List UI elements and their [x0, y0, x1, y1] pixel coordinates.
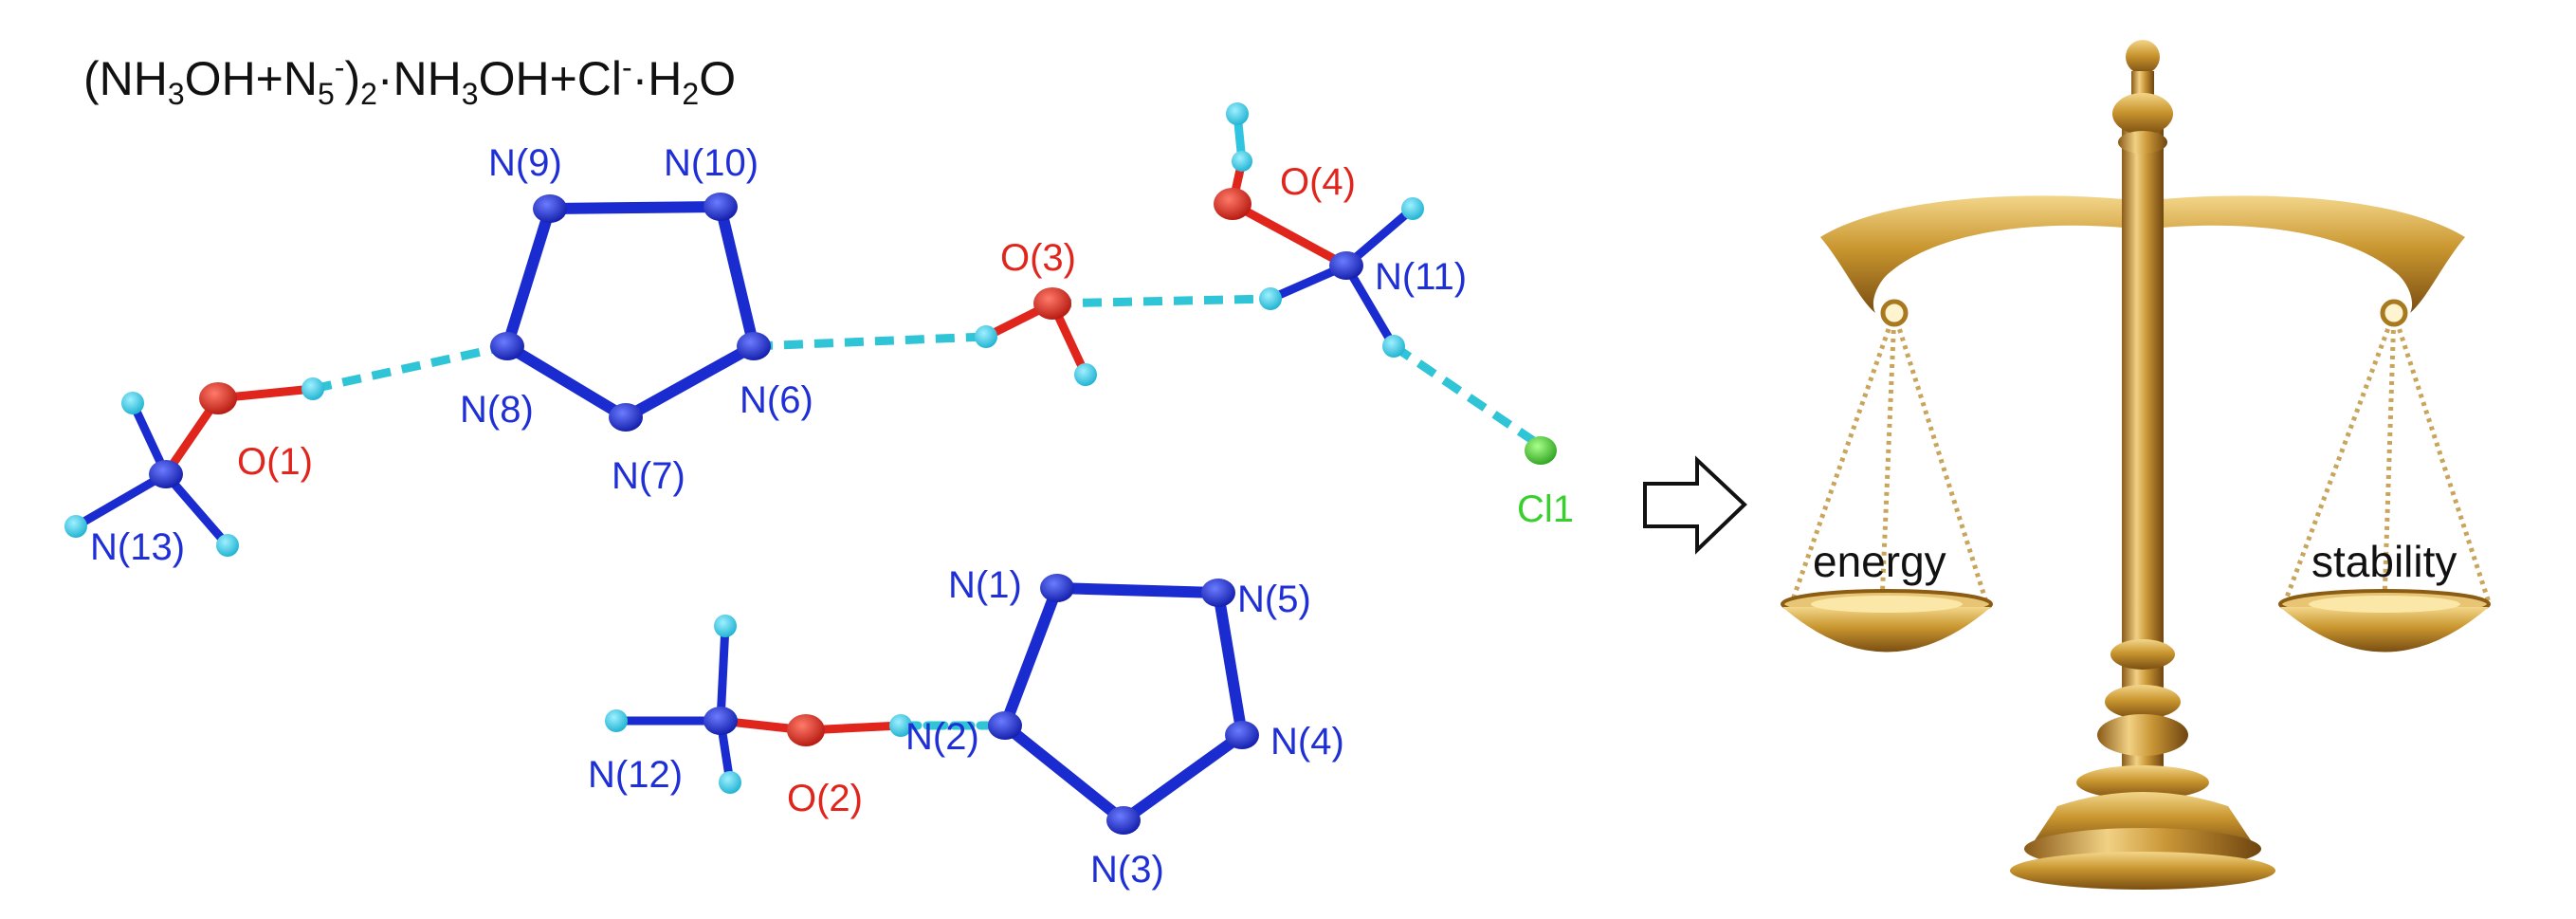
label-n13: N(13)	[90, 526, 185, 568]
atom-n13	[149, 460, 183, 488]
atom-h	[1074, 363, 1097, 386]
atom-n4	[1225, 721, 1259, 749]
label-o3: O(3)	[1000, 237, 1076, 279]
label-n2: N(2)	[905, 716, 979, 758]
chemical-formula: (NH3OH+N5-)2·NH3OH+Cl-·H2O	[83, 50, 736, 111]
hbond-n6-o3	[753, 332, 987, 351]
atom-n8	[490, 332, 524, 360]
atom-n9	[533, 194, 567, 223]
label-n5: N(5)	[1237, 579, 1311, 620]
atom-h	[216, 534, 239, 557]
atom-o1	[199, 382, 237, 414]
scale-right-label: stability	[2311, 537, 2457, 586]
hbond-n11-cl1	[1391, 342, 1544, 450]
atom-labels: N(9) N(10) N(6) N(7) N(8) O(1) N(13) O(3…	[90, 142, 1574, 891]
label-cl1: Cl1	[1517, 488, 1574, 530]
label-n7: N(7)	[612, 455, 685, 497]
label-n12: N(12)	[588, 754, 683, 796]
right-outline-arrow-icon	[1643, 455, 1747, 555]
hbond-o3-n11	[1051, 294, 1271, 308]
atom-n3	[1106, 806, 1141, 835]
label-o1: O(1)	[237, 441, 313, 483]
label-n1: N(1)	[948, 564, 1022, 606]
atom-h	[1232, 151, 1252, 172]
atom-n6	[737, 332, 771, 360]
atom-n2	[988, 711, 1022, 740]
atoms	[64, 102, 1557, 835]
atom-h	[1259, 287, 1282, 310]
atom-h	[714, 615, 737, 637]
scale-left-label: energy	[1813, 537, 1946, 586]
balance-scale-icon: energy stability	[1781, 40, 2492, 890]
atom-o2	[787, 714, 825, 746]
atom-h	[121, 392, 144, 414]
atom-h	[889, 714, 912, 737]
label-n11: N(11)	[1375, 256, 1467, 298]
atom-n11	[1329, 251, 1363, 280]
pentazole-ring-lower	[999, 582, 1248, 826]
atom-o4	[1214, 188, 1251, 220]
atom-n1	[1040, 574, 1074, 602]
atom-n10	[703, 193, 738, 221]
atom-n7	[609, 403, 643, 432]
hbond-o1-n8	[312, 341, 508, 394]
atom-n5	[1201, 579, 1235, 607]
pentazole-ring-upper	[502, 201, 759, 423]
atom-n12	[703, 707, 738, 735]
atom-o3	[1033, 287, 1071, 320]
label-o4: O(4)	[1280, 161, 1356, 203]
atom-h	[975, 325, 997, 348]
atom-cl1	[1525, 436, 1557, 465]
hydrogen-bonds	[312, 294, 1544, 450]
atom-h	[1226, 102, 1249, 125]
atom-h	[1382, 335, 1405, 358]
atom-h	[64, 515, 87, 538]
atom-h	[1401, 197, 1424, 220]
atom-h	[605, 709, 628, 732]
label-n8: N(8)	[460, 389, 534, 431]
label-o2: O(2)	[787, 778, 863, 819]
label-n10: N(10)	[664, 142, 758, 184]
atom-h	[719, 771, 741, 794]
label-n9: N(9)	[488, 142, 562, 184]
atom-h	[301, 377, 324, 400]
label-n4: N(4)	[1270, 721, 1344, 763]
label-n6: N(6)	[740, 379, 813, 421]
label-n3: N(3)	[1090, 849, 1164, 891]
